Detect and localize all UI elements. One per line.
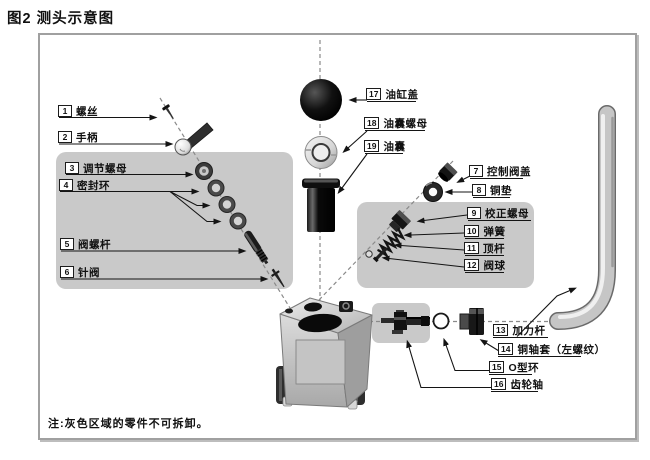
- label-text: O型环: [508, 361, 540, 374]
- label-number: 4: [59, 179, 73, 191]
- right-axis: [316, 160, 454, 303]
- label-text: 弹簧: [483, 225, 506, 238]
- label-text: 阀球: [483, 259, 506, 272]
- label-text: 针阀: [78, 266, 100, 279]
- gray-regions: [56, 152, 534, 343]
- label-text: 加力杆: [512, 324, 546, 337]
- body-left-foot-highlight: [279, 369, 282, 401]
- body-knob-ring: [342, 302, 350, 310]
- label-number: 11: [464, 242, 479, 254]
- label-text: 控制阀盖: [487, 165, 531, 178]
- label-number: 5: [60, 238, 74, 250]
- label-text: 顶杆: [483, 242, 505, 255]
- label-text: 齿轮轴: [510, 378, 544, 391]
- label-number: 16: [491, 378, 507, 390]
- copper-bushing-part: [459, 308, 484, 335]
- label-number: 1: [58, 105, 72, 117]
- label-number: 14: [498, 343, 514, 355]
- gray-region-left: [56, 152, 293, 289]
- part-label-9: 9 校正螺母: [467, 206, 529, 220]
- label-number: 18: [364, 117, 380, 129]
- label-text: 油缸盖: [385, 88, 419, 101]
- part-label-6: 6 针阀: [60, 265, 100, 279]
- part-label-8: 8 铜垫: [472, 183, 512, 197]
- oil-cylinder-cover-part: [300, 79, 342, 121]
- label-text: 调节螺母: [83, 162, 127, 175]
- gear-shaft-part: [381, 310, 430, 334]
- label-text: 阀螺杆: [78, 238, 111, 251]
- part-label-1: 1 螺丝: [58, 104, 98, 118]
- figure-title: 图2 测头示意图: [7, 11, 115, 27]
- label-number: 19: [364, 140, 380, 152]
- copper-washer-part: [423, 182, 443, 202]
- label-number: 2: [58, 131, 72, 143]
- body-main-bore: [298, 313, 342, 333]
- label-number: 12: [464, 259, 480, 271]
- screw-part: [162, 104, 174, 119]
- leader-lines: [59, 97, 581, 393]
- o-ring-part: [432, 312, 450, 330]
- label-number: 9: [467, 207, 481, 219]
- label-text: 密封环: [77, 179, 110, 192]
- part-label-7: 7 控制阀盖: [469, 164, 531, 178]
- handle-part: [174, 122, 214, 156]
- body-knob: [339, 301, 353, 312]
- label-text: 螺丝: [76, 105, 98, 118]
- valve-screw-part: [244, 230, 269, 265]
- left-axis: [159, 97, 291, 309]
- main-body-part: [276, 297, 373, 410]
- seal-ring-part: [229, 212, 247, 230]
- label-number: 3: [65, 162, 79, 174]
- label-text: 手柄: [76, 131, 98, 144]
- label-text: 校正螺母: [485, 207, 529, 220]
- label-number: 15: [489, 361, 505, 373]
- label-number: 8: [472, 184, 486, 196]
- seal-ring-part: [218, 196, 236, 213]
- valve-ball-part: [365, 250, 373, 258]
- adjust-nut-part: [195, 162, 213, 180]
- control-valve-cap-part: [438, 162, 458, 182]
- part-label-3: 3 调节螺母: [65, 161, 127, 175]
- oil-bag-nut-part: [304, 136, 338, 169]
- label-text: 铜轴套（左螺纹）: [517, 343, 606, 356]
- body-front-panel: [295, 339, 346, 385]
- body-top-port: [304, 302, 322, 312]
- needle-valve-part: [271, 268, 285, 288]
- label-text: 油囊螺母: [383, 117, 428, 130]
- part-label-2: 2 手柄: [58, 130, 98, 144]
- label-number: 10: [464, 225, 480, 237]
- push-rod-part: [372, 247, 388, 263]
- oil-bag-part: [302, 178, 340, 232]
- diagram-note: 注:灰色区域的零件不可拆卸。: [48, 418, 209, 430]
- label-number: 17: [366, 88, 382, 100]
- seal-ring-part: [207, 179, 225, 197]
- part-label-11: 11 顶杆: [464, 241, 505, 255]
- body-small-hole: [285, 308, 293, 314]
- label-text: 铜垫: [490, 184, 512, 197]
- label-number: 6: [60, 266, 74, 278]
- force-lever-part: [549, 105, 616, 330]
- part-label-4: 4 密封环: [59, 178, 110, 192]
- label-number: 13: [493, 324, 509, 336]
- label-number: 7: [469, 165, 483, 177]
- part-label-5: 5 阀螺杆: [60, 237, 111, 251]
- label-text: 油囊: [383, 140, 406, 153]
